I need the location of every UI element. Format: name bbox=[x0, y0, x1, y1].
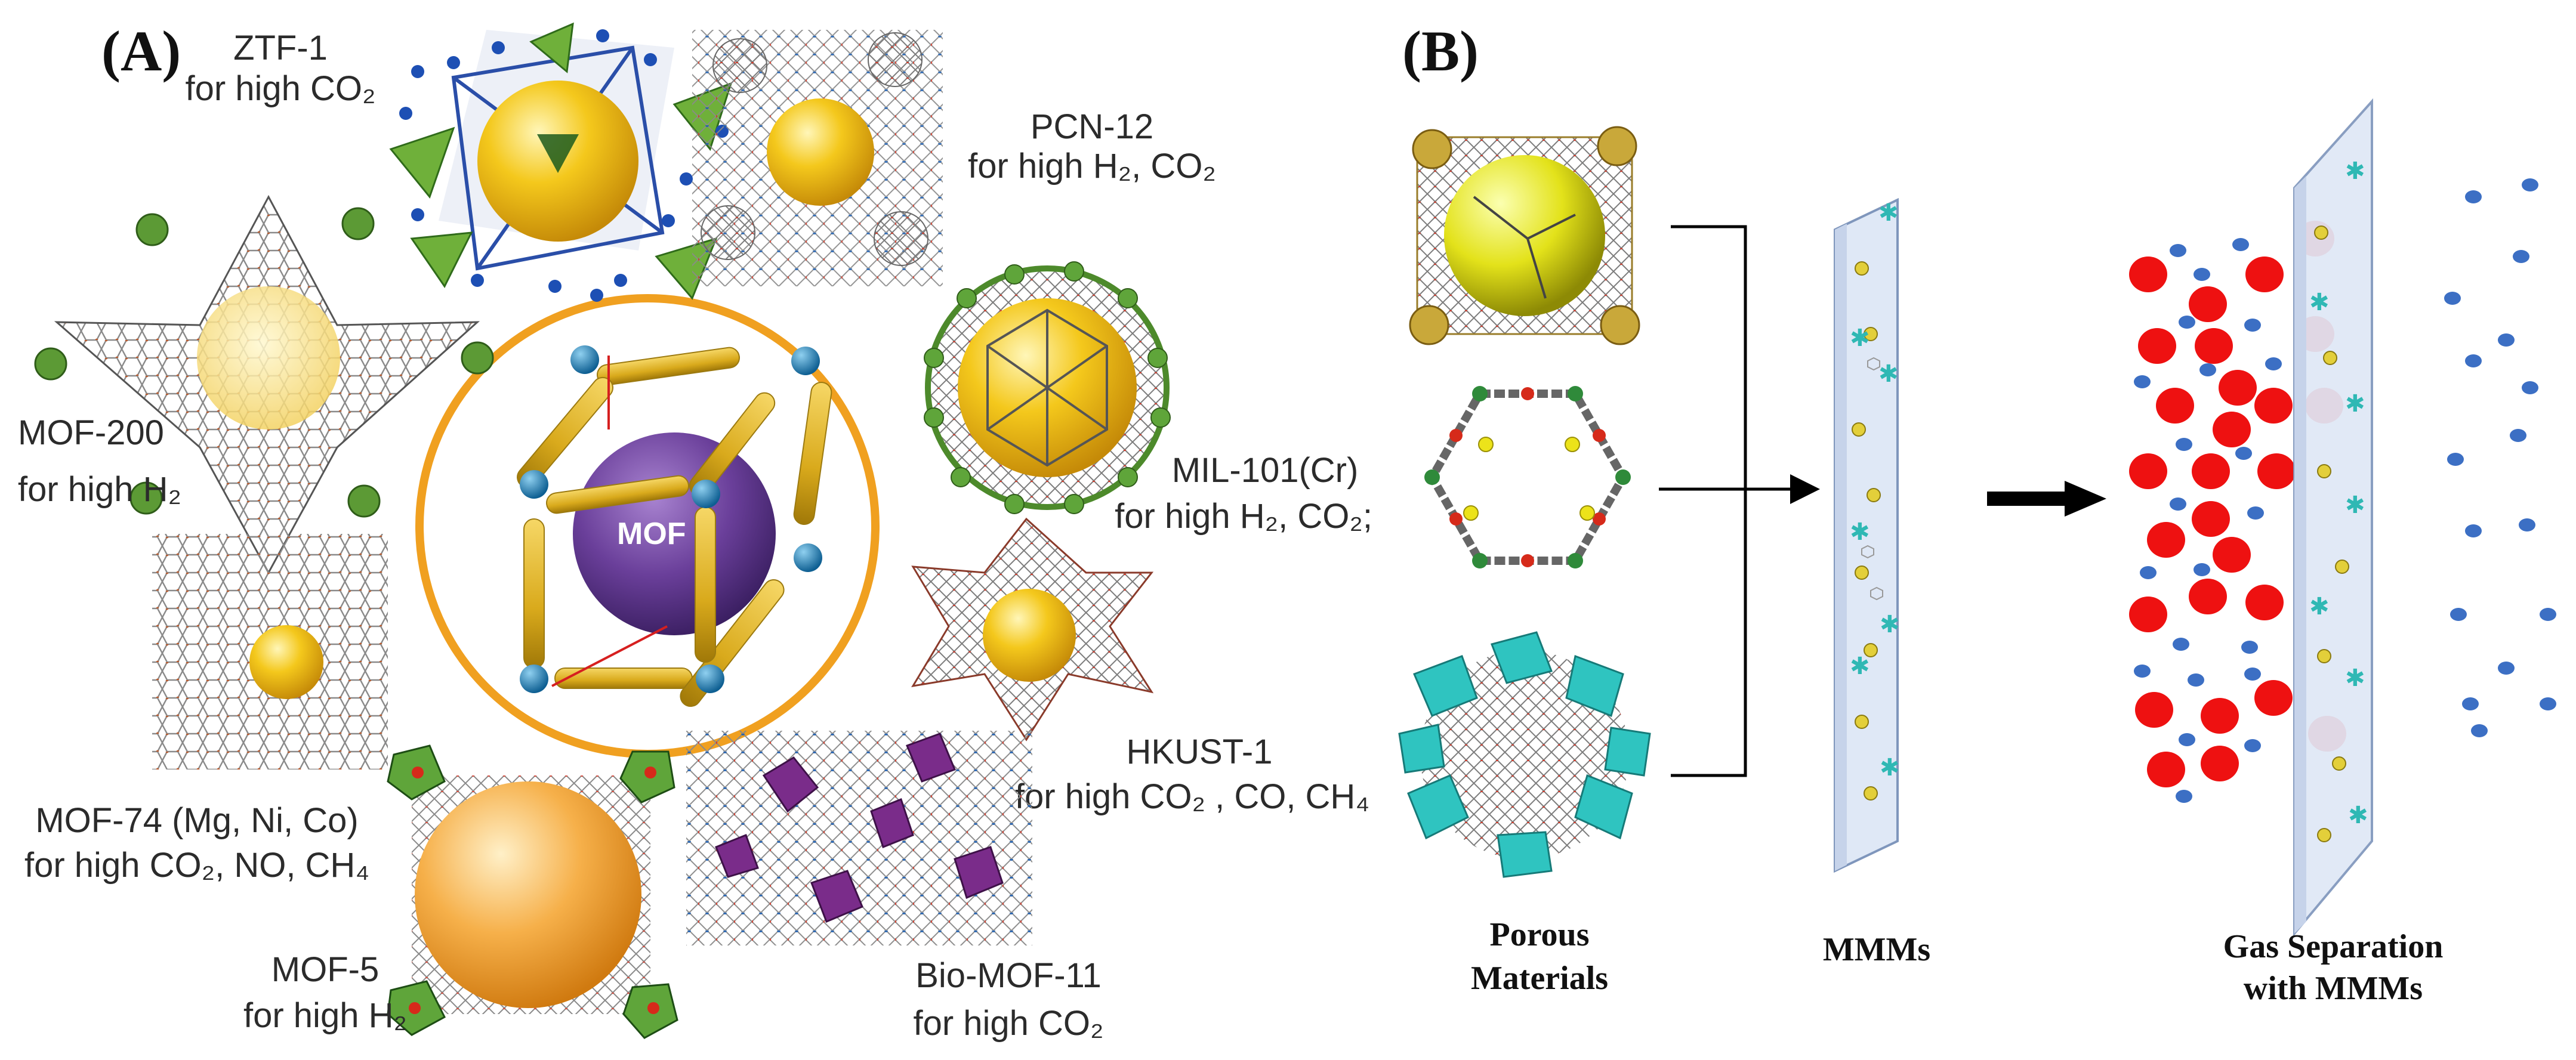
svg-text:✱: ✱ bbox=[2309, 289, 2330, 316]
hkust-1-use: for high CO₂ , CO, CH₄ bbox=[1015, 777, 1369, 816]
mof-5-structure bbox=[387, 744, 678, 1039]
gas-separation-caption-line1: Gas Separation bbox=[2223, 928, 2444, 965]
mmm-membrane: ✱ ✱ ✱ ✱ ✱ ✱ ✱ bbox=[1834, 197, 1900, 873]
bio-mof-11-use: for high CO₂ bbox=[913, 1004, 1103, 1043]
mmms-caption: MMMs bbox=[1823, 931, 1930, 968]
hkust-1-name: HKUST-1 bbox=[1127, 733, 1273, 771]
mof-200-use: for high H₂ bbox=[18, 470, 181, 509]
porous-materials-caption-line1: Porous bbox=[1490, 916, 1590, 953]
mil-101-use: for high H₂, CO₂; bbox=[1115, 497, 1372, 536]
cube-edges bbox=[551, 356, 668, 687]
svg-text:✱: ✱ bbox=[1878, 199, 1899, 227]
panel-b-label: (B) bbox=[1402, 19, 1479, 83]
panel-a-label: (A) bbox=[101, 19, 181, 83]
svg-text:✱: ✱ bbox=[1850, 518, 1870, 546]
mof-74-structure bbox=[152, 534, 388, 769]
ztf-1-name: ZTF-1 bbox=[233, 29, 328, 67]
pcn-12-name: PCN-12 bbox=[1031, 107, 1153, 146]
merge-connector bbox=[1659, 225, 1820, 777]
mof-200-structure bbox=[34, 194, 494, 575]
bio-mof-11-structure bbox=[686, 731, 1032, 945]
blue-gas-molecules bbox=[2134, 178, 2556, 803]
mof-200-name: MOF-200 bbox=[18, 413, 164, 452]
svg-text:✱: ✱ bbox=[1878, 360, 1899, 388]
bio-mof-11-name: Bio-MOF-11 bbox=[915, 956, 1102, 995]
gas-separation-caption-line2: with MMMs bbox=[2244, 970, 2423, 1007]
svg-text:✱: ✱ bbox=[2348, 802, 2368, 829]
svg-text:✱: ✱ bbox=[2309, 593, 2330, 620]
central-mof-illustration: MOF bbox=[415, 294, 880, 758]
ztf-1-use: for high CO₂ bbox=[185, 69, 375, 108]
mof-5-use: for high H₂ bbox=[243, 996, 407, 1035]
mof-center-label: MOF bbox=[617, 517, 686, 551]
svg-text:✱: ✱ bbox=[1880, 611, 1900, 638]
svg-text:✱: ✱ bbox=[1850, 325, 1870, 352]
membrane-fillers: ✱ ✱ ✱ ✱ ✱ ✱ ✱ bbox=[1850, 199, 1900, 801]
svg-text:✱: ✱ bbox=[2345, 492, 2365, 519]
cube-nodes bbox=[520, 345, 822, 693]
porous-material-cube bbox=[1409, 126, 1640, 345]
mil-101-structure bbox=[924, 261, 1171, 514]
process-arrow bbox=[1987, 481, 2106, 517]
porous-materials-caption-line2: Materials bbox=[1471, 960, 1608, 997]
svg-text:✱: ✱ bbox=[2345, 390, 2365, 418]
membrane-2-fillers: ✱ ✱ ✱ ✱ ✱ ✱ ✱ bbox=[2309, 157, 2368, 842]
panel-a: (A) bbox=[18, 19, 1372, 1043]
ztf-1-structure bbox=[389, 22, 733, 302]
svg-text:✱: ✱ bbox=[2345, 665, 2365, 692]
svg-text:✱: ✱ bbox=[1850, 653, 1870, 680]
pcn-12-structure bbox=[692, 30, 943, 286]
porous-material-cyan-framework bbox=[1398, 631, 1651, 878]
mof-74-name: MOF-74 (Mg, Ni, Co) bbox=[35, 801, 358, 840]
panel-b: (B) bbox=[1398, 19, 2556, 1007]
svg-text:✱: ✱ bbox=[1880, 754, 1900, 781]
mil-101-name: MIL-101(Cr) bbox=[1172, 451, 1359, 490]
hkust-1-structure bbox=[911, 517, 1154, 741]
porous-material-hexagon bbox=[1424, 386, 1631, 568]
pcn-12-use: for high H₂, CO₂ bbox=[968, 147, 1216, 186]
svg-text:✱: ✱ bbox=[2345, 157, 2365, 185]
gas-separation-scene: ✱ ✱ ✱ ✱ ✱ ✱ ✱ bbox=[2129, 98, 2556, 937]
mof-74-use: for high CO₂, NO, CH₄ bbox=[24, 846, 369, 885]
mof-5-name: MOF-5 bbox=[272, 950, 379, 989]
